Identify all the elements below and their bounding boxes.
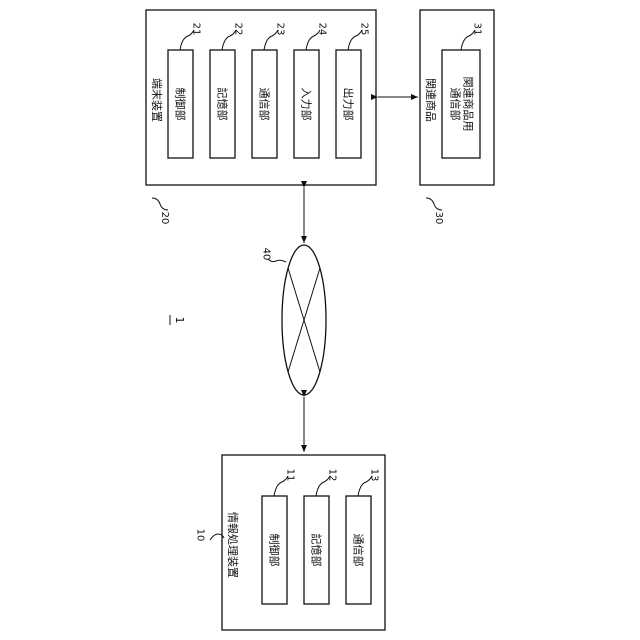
related-comm-unit-label-line2: 通信部 (449, 88, 463, 121)
info-processing-device: 情報処理装置 10 制御部 11 記憶部 12 通信部 13 (195, 455, 386, 630)
terminal-unit-output-label: 出力部 (342, 88, 356, 121)
terminal-unit-control-label: 制御部 (174, 88, 188, 121)
terminal-unit-communication-ref: 23 (275, 23, 286, 36)
info-processing-device-title: 情報処理装置 (226, 512, 239, 578)
info-unit-storage-label: 記憶部 (310, 534, 324, 567)
info-unit-control-ref: 11 (285, 469, 296, 482)
terminal-unit-communication-label: 通信部 (258, 88, 272, 121)
terminal-unit-input-ref: 24 (317, 23, 328, 36)
terminal-unit-storage-ref: 22 (233, 23, 244, 36)
terminal-unit-storage-label: 記憶部 (216, 88, 230, 121)
info-processing-device-ref: 10 (195, 529, 206, 542)
figure-number-text: 1 (173, 317, 186, 324)
related-comm-unit-ref: 31 (472, 23, 483, 36)
related-comm-unit-label-line1: 関連商品用 (462, 77, 476, 132)
terminal-unit-output-ref: 25 (359, 23, 370, 36)
terminal-unit-input-label: 入力部 (300, 88, 314, 121)
terminal-device-title: 端末装置 (150, 78, 164, 122)
related-products: 関連商品 30 関連商品用 通信部 31 (420, 10, 494, 224)
info-unit-control-label: 制御部 (268, 534, 282, 567)
network: 40 (261, 245, 327, 395)
figure-number: 1 (170, 315, 186, 325)
info-unit-communication-label: 通信部 (352, 534, 366, 567)
related-ref-leader (426, 198, 442, 210)
related-products-ref: 30 (433, 212, 444, 225)
terminal-device: 端末装置 20 制御部 21 記憶部 22 通信部 23 入力部 (146, 10, 376, 224)
terminal-device-ref: 20 (159, 212, 170, 225)
related-products-title: 関連商品 (424, 78, 438, 122)
network-ref: 40 (261, 248, 272, 261)
info-unit-communication-ref: 13 (369, 469, 380, 482)
terminal-ref-leader (152, 198, 168, 210)
terminal-unit-control-ref: 21 (191, 23, 202, 36)
info-unit-storage-ref: 12 (327, 469, 338, 482)
